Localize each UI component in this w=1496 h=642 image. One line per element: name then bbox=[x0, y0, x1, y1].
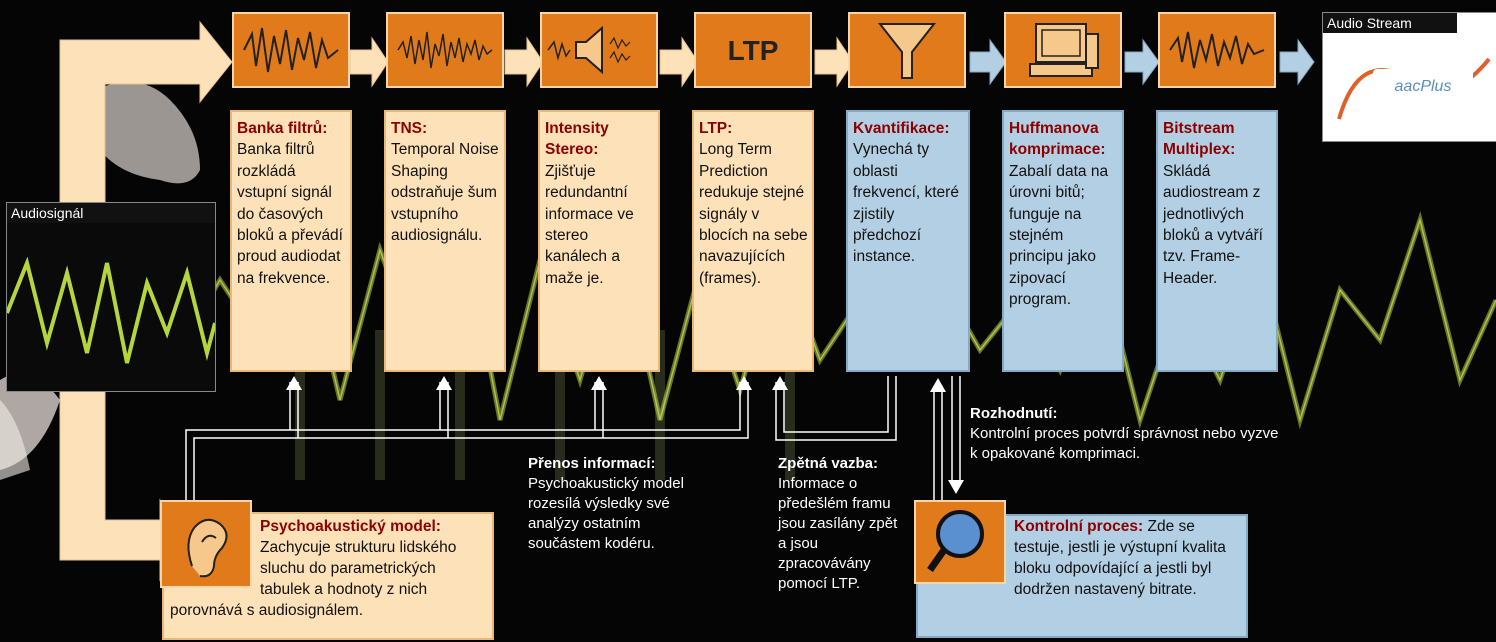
ltp-description: LTP: Long Term Prediction redukuje stejn… bbox=[692, 110, 814, 372]
speaker-icon bbox=[547, 25, 631, 75]
transfer-label: Přenos informací: Psychoakustický model … bbox=[528, 454, 688, 554]
magnifier-icon bbox=[927, 510, 984, 573]
filterbank-title: Banka filtrů: bbox=[237, 120, 328, 137]
huffman-description: Huffmanova komprimace: Zabalí data na úr… bbox=[1002, 110, 1124, 372]
transfer-text: Psychoakustický model rozesílá výsledky … bbox=[528, 475, 684, 552]
control-icon-box bbox=[914, 500, 1006, 584]
ltp-icon: LTP bbox=[728, 35, 779, 66]
psychoacoustic-icon-box bbox=[160, 500, 252, 588]
aacplus-logo: aacPlus bbox=[1337, 57, 1491, 120]
feedback-text: Informace o předešlém framu jsou zasílán… bbox=[778, 475, 898, 592]
svg-text:LTP: LTP bbox=[728, 35, 779, 66]
tns-title: TNS: bbox=[391, 120, 428, 137]
psychoacoustic-text: Zachycuje strukturu lidského sluchu do p… bbox=[170, 539, 457, 619]
ltp-title: LTP: bbox=[699, 120, 733, 137]
audio-stream-panel: Audio Stream aacPlus bbox=[1322, 12, 1496, 142]
stage-arrows-blue bbox=[969, 38, 1315, 86]
huffman-stage-box bbox=[1004, 12, 1122, 88]
multiplex-description: Bitstream Multiplex: Skládá audiostream … bbox=[1156, 110, 1278, 372]
tns-description: TNS: Temporal Noise Shaping odstraňuje š… bbox=[384, 110, 506, 372]
intensity-stereo-text: Zjišťuje redundantní informace ve stereo… bbox=[545, 162, 634, 287]
waveform-icon bbox=[1169, 31, 1265, 69]
quantization-stage-box bbox=[848, 12, 966, 88]
multiplex-text: Skládá audiostream z jednotlivých bloků … bbox=[1163, 162, 1263, 287]
huffman-text: Zabalí data na úrovni bitů; funguje na s… bbox=[1009, 162, 1109, 309]
control-text: Zde se testuje, jestli je výstupní kvali… bbox=[1014, 518, 1226, 598]
feedback-loop bbox=[775, 376, 897, 441]
intensity-stereo-stage-box bbox=[540, 12, 658, 88]
computer-icon bbox=[1029, 23, 1099, 77]
transfer-title: Přenos informací: bbox=[528, 455, 656, 472]
audio-stream-label: Audio Stream bbox=[1323, 13, 1457, 33]
feedback-label: Zpětná vazba: Informace o předešlém fram… bbox=[778, 454, 902, 594]
stage-arrows-peach bbox=[349, 36, 854, 88]
feedback-title: Zpětná vazba: bbox=[778, 455, 879, 472]
waveform-icon bbox=[243, 27, 339, 73]
decision-arrows bbox=[933, 376, 961, 520]
filterbank-stage-box bbox=[232, 12, 350, 88]
filterbank-description: Banka filtrů: Banka filtrů rozkládá vstu… bbox=[230, 110, 352, 372]
noise-waveform-icon bbox=[397, 31, 493, 69]
decision-title: Rozhodnutí: bbox=[970, 405, 1058, 422]
funnel-icon bbox=[877, 23, 937, 79]
hand-silhouette bbox=[95, 82, 200, 184]
intensity-stereo-description: Intensity Stereo: Zjišťuje redundantní i… bbox=[538, 110, 660, 372]
multiplex-stage-box bbox=[1158, 12, 1276, 88]
audiosignal-panel: Audiosignál bbox=[6, 202, 216, 392]
quantization-title: Kvantifikace: bbox=[853, 120, 950, 137]
ltp-text: Long Term Prediction redukuje stejné sig… bbox=[699, 141, 808, 287]
intensity-stereo-title: Intensity Stereo: bbox=[545, 120, 609, 159]
svg-text:aacPlus: aacPlus bbox=[1395, 78, 1452, 95]
multiplex-title: Bitstream Multiplex: bbox=[1163, 120, 1236, 159]
decision-text: Kontrolní proces potvrdí správnost nebo … bbox=[970, 425, 1279, 462]
quantization-text: Vynechá ty oblasti frekvencí, které zjis… bbox=[853, 141, 959, 266]
tns-stage-box bbox=[386, 12, 504, 88]
audiosignal-waveform bbox=[7, 256, 215, 364]
tns-text: Temporal Noise Shaping odstraňuje šum vs… bbox=[391, 141, 499, 245]
quantization-description: Kvantifikace: Vynechá ty oblasti frekven… bbox=[846, 110, 970, 372]
psychoacoustic-title: Psychoakustický model: bbox=[260, 518, 441, 535]
audiosignal-label: Audiosignál bbox=[7, 203, 215, 223]
distribution-arrowheads bbox=[286, 376, 752, 390]
filterbank-text: Banka filtrů rozkládá vstupní signál do … bbox=[237, 141, 343, 287]
ltp-stage-box: LTP bbox=[694, 12, 812, 88]
decision-label: Rozhodnutí: Kontrolní proces potvrdí spr… bbox=[970, 404, 1290, 464]
huffman-title: Huffmanova komprimace: bbox=[1009, 120, 1106, 159]
ear-icon bbox=[187, 518, 228, 578]
control-title: Kontrolní proces: bbox=[1014, 518, 1144, 535]
